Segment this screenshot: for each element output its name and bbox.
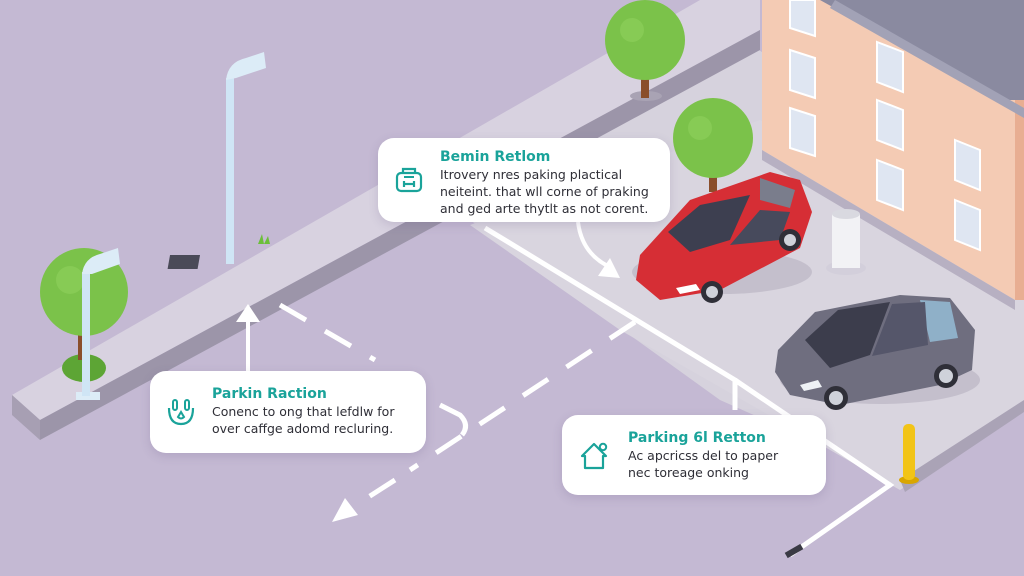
- callout-line: neiteint. that wll corne of praking: [440, 184, 649, 199]
- building-windows: [789, 0, 981, 252]
- building-base: [762, 150, 1015, 310]
- callout-line: Ac apcricss del to paper: [628, 448, 779, 463]
- arrow-head-down-left: [332, 498, 358, 522]
- callout-line: and ged arte thytlt as not corent.: [440, 201, 649, 216]
- arrow-up-head: [236, 304, 260, 322]
- callout-line: nec toreage onking: [628, 465, 749, 480]
- callout-card-top: Bemin Retlom Itrovery nres paking placti…: [378, 138, 670, 222]
- charging-station-icon: [378, 138, 440, 222]
- callout-title: Parking 6l Retton: [628, 430, 766, 446]
- gray-car: [775, 295, 980, 410]
- callout-line: Itrovery nres paking plactical: [440, 167, 623, 182]
- callout-line: over caffge adomd recluring.: [212, 421, 394, 436]
- sidewalk-curb-front: [40, 30, 760, 440]
- dashed-path-2: [438, 402, 468, 437]
- grass-tuft: [258, 234, 270, 244]
- callout-card-right: Parking 6l Retton Ac apcricss del to pap…: [562, 415, 826, 495]
- callout-line: Conenc to ong that lefdlw for: [212, 404, 395, 419]
- lane-end-marker: [784, 543, 804, 559]
- callout-card-left: Parkin Raction Conenc to ong that lefdlw…: [150, 371, 426, 453]
- dashed-path-1: [278, 302, 377, 363]
- roof-eave: [830, 0, 1024, 118]
- plug-outlet-icon: [150, 371, 212, 453]
- plaza-curb: [900, 400, 1024, 492]
- dashed-path-3: [408, 319, 637, 473]
- tree-top: [605, 0, 685, 101]
- arrow-curved-head: [598, 258, 620, 278]
- yellow-bollard: [899, 424, 919, 484]
- street-lamp-tall: [167, 52, 266, 269]
- callout-title: Bemin Retlom: [440, 149, 551, 165]
- white-bollard: [826, 209, 866, 275]
- callout-title: Parkin Raction: [212, 386, 327, 402]
- dashed-path-4: [343, 477, 397, 515]
- sidewalk-curb: [12, 395, 40, 440]
- street-lamp-short: [76, 248, 120, 400]
- house-icon: [562, 415, 628, 495]
- red-car: [632, 172, 812, 303]
- tree-middle: [673, 98, 753, 192]
